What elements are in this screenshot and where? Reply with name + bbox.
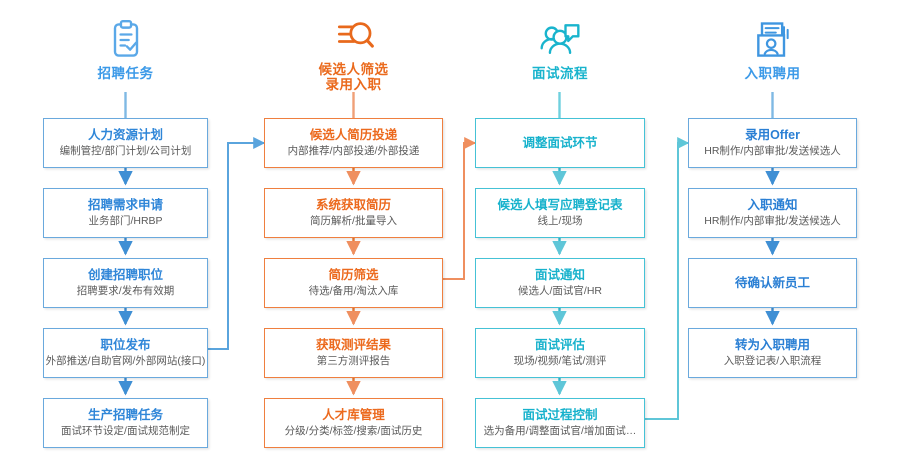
node-title: 获取测评结果 — [315, 337, 391, 352]
column-title-recruiting-task: 招聘任务 — [97, 66, 154, 81]
node-subtitle: 入职登记表/入职流程 — [723, 354, 822, 367]
node-subtitle: 候选人/面试官/HR — [518, 284, 602, 297]
cross-link-control-to-offer — [645, 137, 690, 420]
column-header-recruiting-task: 招聘任务 — [43, 18, 208, 81]
node-convert-to-hire[interactable]: 转为入职聘用 入职登记表/入职流程 — [688, 328, 857, 378]
node-title: 候选人填写应聘登记表 — [497, 197, 623, 212]
node-offer[interactable]: 录用Offer HR制作/内部审批/发送候选人 — [688, 118, 857, 168]
node-subtitle: 简历解析/批量导入 — [310, 214, 397, 227]
node-title: 转为入职聘用 — [734, 337, 810, 352]
column-title-candidate-screening: 候选人筛选 录用入职 — [318, 62, 389, 92]
node-talent-pool[interactable]: 人才库管理 分级/分类/标签/搜索/面试历史 — [264, 398, 443, 448]
node-fill-application-form[interactable]: 候选人填写应聘登记表 线上/现场 — [475, 188, 645, 238]
node-subtitle: 面试环节设定/面试规范制定 — [61, 424, 190, 437]
node-onboarding-notice[interactable]: 入职通知 HR制作/内部审批/发送候选人 — [688, 188, 857, 238]
node-title: 创建招聘职位 — [87, 267, 163, 282]
column-header-candidate-screening: 候选人筛选 录用入职 — [264, 14, 443, 92]
node-subtitle: 业务部门/HRBP — [88, 214, 163, 227]
node-subtitle: 现场/视频/笔试/测评 — [513, 354, 607, 367]
node-interview-evaluation[interactable]: 面试评估 现场/视频/笔试/测评 — [475, 328, 645, 378]
column-title-interview-process: 面试流程 — [532, 66, 588, 81]
node-subtitle: 编制管控/部门计划/公司计划 — [59, 144, 192, 157]
node-assessment-result[interactable]: 获取测评结果 第三方测评报告 — [264, 328, 443, 378]
node-title: 调整面试环节 — [522, 136, 598, 150]
node-subtitle: 第三方测评报告 — [316, 354, 391, 367]
node-hr-plan[interactable]: 人力资源计划 编制管控/部门计划/公司计划 — [43, 118, 208, 168]
node-title: 人才库管理 — [322, 407, 385, 422]
employee-file-icon — [756, 22, 789, 57]
node-create-position[interactable]: 创建招聘职位 招聘要求/发布有效期 — [43, 258, 208, 308]
node-subtitle: 招聘要求/发布有效期 — [76, 284, 175, 297]
node-title: 面试通知 — [534, 267, 585, 282]
node-title: 待确认新员工 — [734, 276, 810, 290]
node-title: 简历筛选 — [328, 267, 379, 282]
column-header-onboarding-hire: 入职聘用 — [688, 18, 857, 81]
node-subtitle: 选为备用/调整面试官/增加面试… — [483, 424, 637, 437]
node-title: 生产招聘任务 — [87, 407, 163, 422]
node-subtitle: HR制作/内部审批/发送候选人 — [704, 214, 841, 227]
node-generate-task[interactable]: 生产招聘任务 面试环节设定/面试规范制定 — [43, 398, 208, 448]
node-title: 入职通知 — [747, 197, 798, 212]
node-pending-new-employee[interactable]: 待确认新员工 — [688, 258, 857, 308]
node-subtitle: 分级/分类/标签/搜索/面试历史 — [284, 424, 423, 437]
node-position-publish[interactable]: 职位发布 外部推送/自助官网/外部网站(接口) — [43, 328, 208, 378]
clipboard-check-icon — [113, 20, 138, 57]
node-title: 招聘需求申请 — [87, 197, 163, 212]
node-recruit-request[interactable]: 招聘需求申请 业务部门/HRBP — [43, 188, 208, 238]
node-resume-submit[interactable]: 候选人简历投递 内部推荐/内部投递/外部投递 — [264, 118, 443, 168]
node-title: 系统获取简历 — [315, 197, 391, 212]
node-resume-screening[interactable]: 简历筛选 待选/备用/淘汰入库 — [264, 258, 443, 308]
column-header-interview-process: 面试流程 — [475, 18, 645, 81]
node-title: 职位发布 — [100, 337, 151, 352]
node-subtitle: 外部推送/自助官网/外部网站(接口) — [45, 354, 206, 367]
node-interview-notice[interactable]: 面试通知 候选人/面试官/HR — [475, 258, 645, 308]
cross-link-posting-to-resume — [208, 137, 266, 350]
node-subtitle: 内部推荐/内部投递/外部投递 — [287, 144, 420, 157]
node-title: 面试过程控制 — [522, 407, 598, 422]
node-interview-process-control[interactable]: 面试过程控制 选为备用/调整面试官/增加面试… — [475, 398, 645, 448]
people-chat-icon — [540, 24, 580, 55]
node-title: 录用Offer — [745, 127, 800, 142]
node-subtitle: 待选/备用/淘汰入库 — [308, 284, 399, 297]
node-title: 人力资源计划 — [87, 127, 163, 142]
node-system-fetch-resume[interactable]: 系统获取简历 简历解析/批量导入 — [264, 188, 443, 238]
search-list-icon — [337, 22, 374, 48]
node-title: 候选人简历投递 — [309, 127, 398, 142]
node-subtitle: HR制作/内部审批/发送候选人 — [704, 144, 841, 157]
column-title-onboarding-hire: 入职聘用 — [744, 66, 801, 81]
node-subtitle: 线上/现场 — [537, 214, 583, 227]
node-adjust-interview-stage[interactable]: 调整面试环节 — [475, 118, 645, 168]
cross-link-screening-to-interview — [443, 137, 477, 280]
node-title: 面试评估 — [534, 337, 585, 352]
